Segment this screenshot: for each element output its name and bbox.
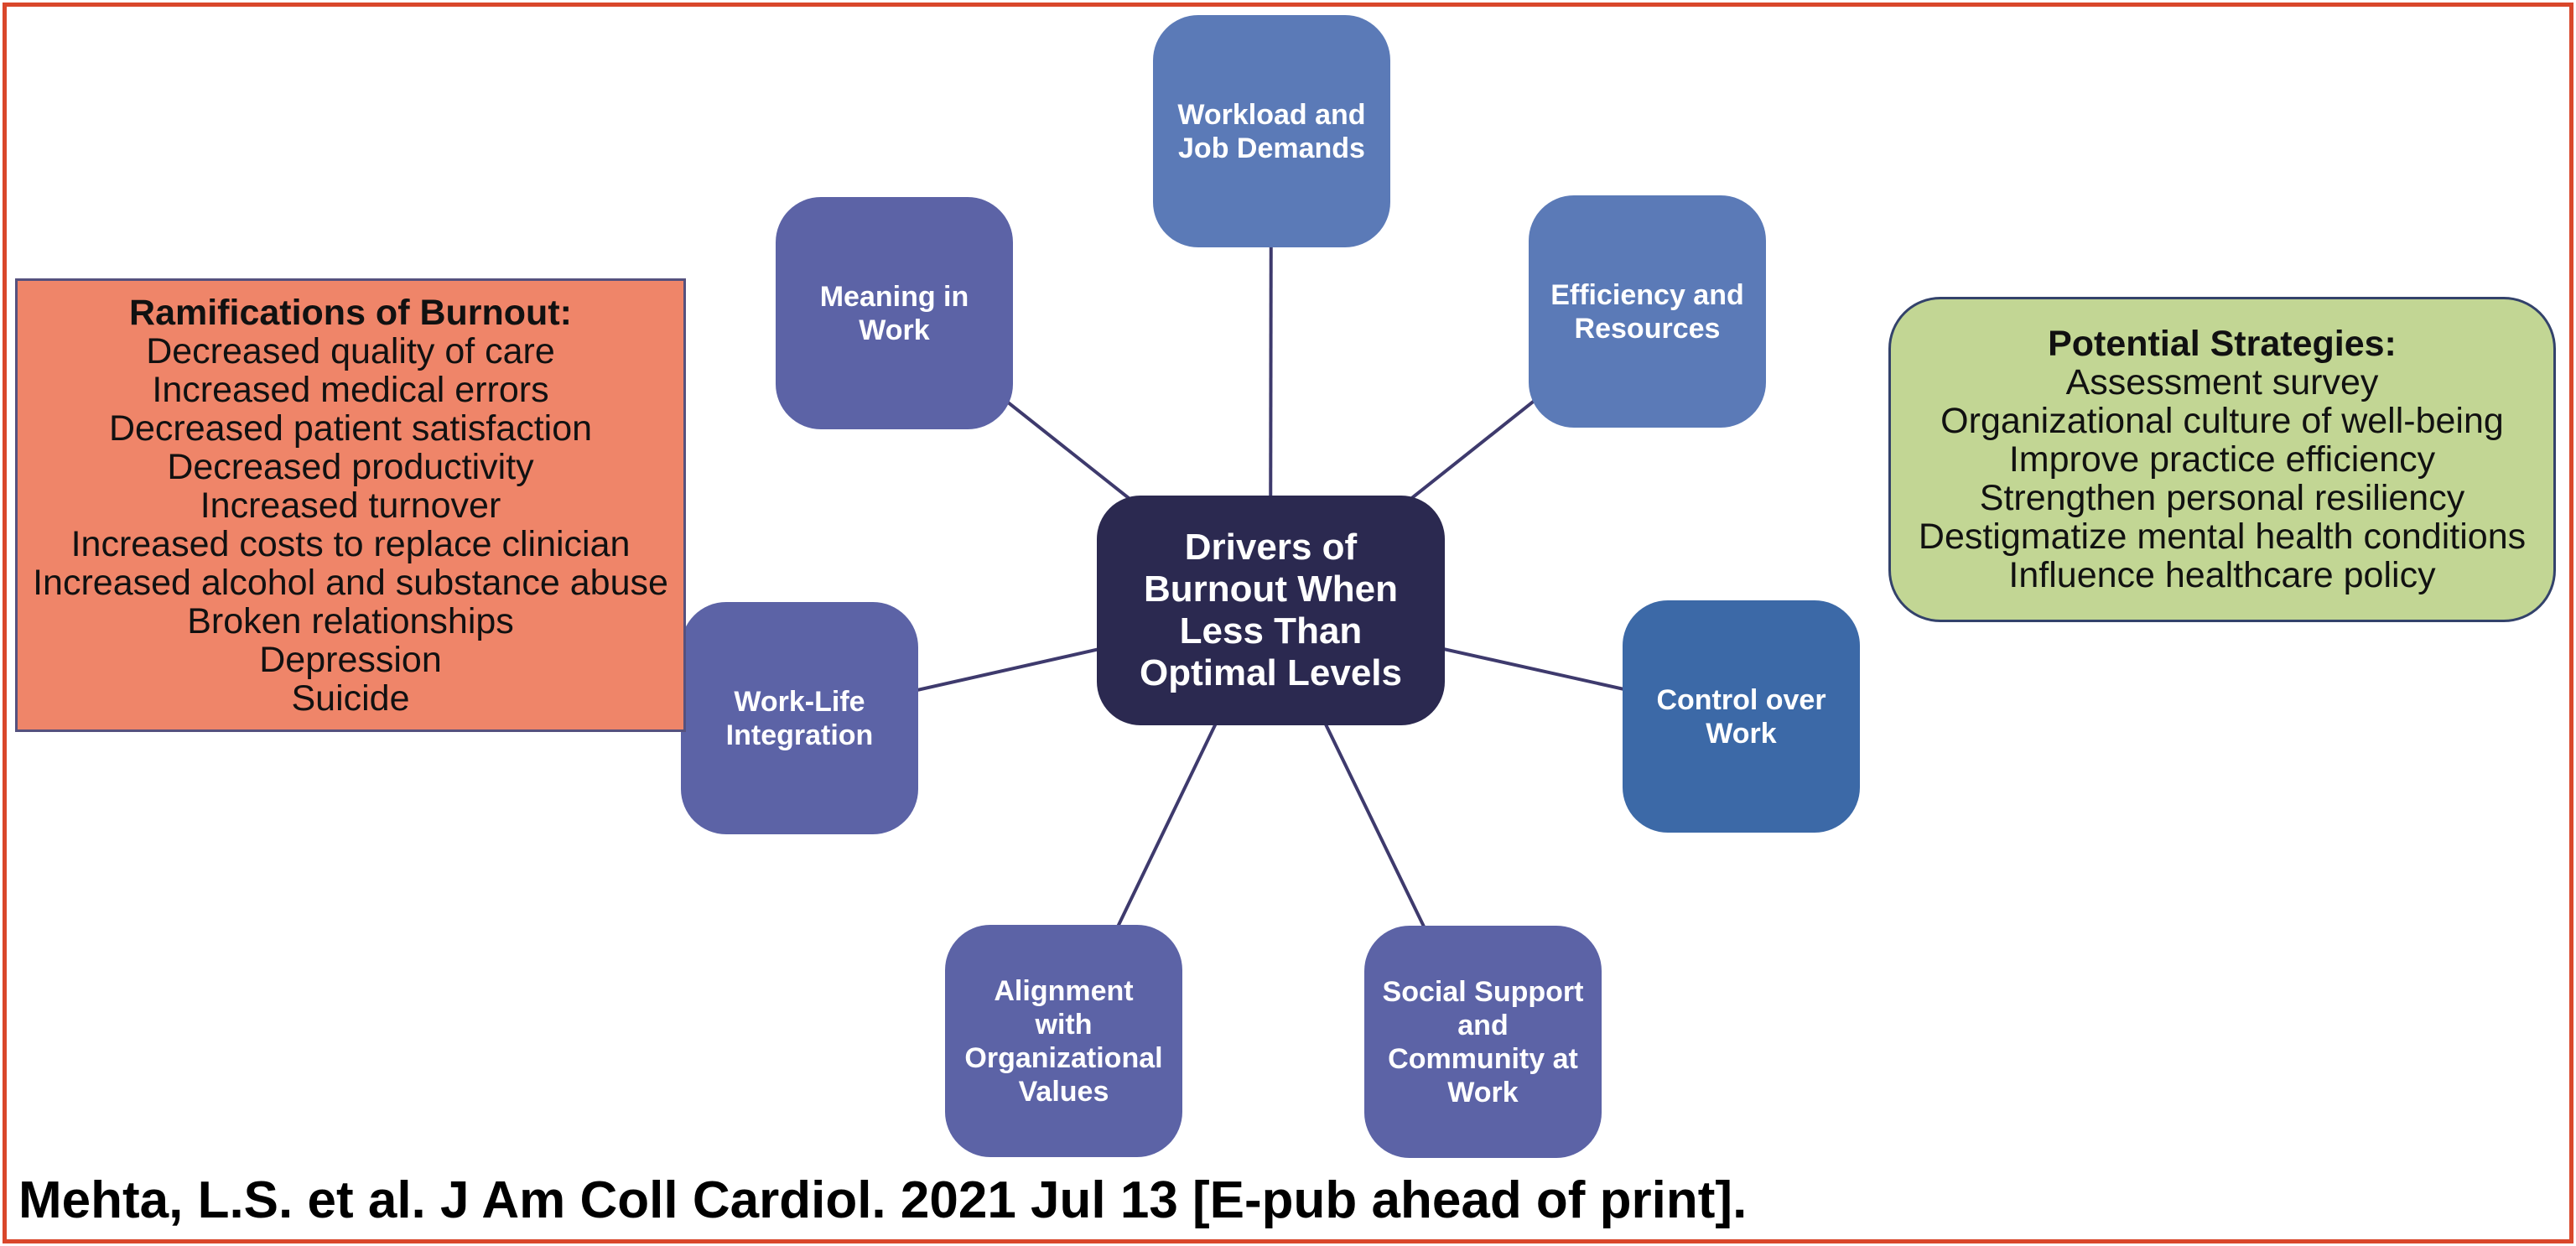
citation-text: Mehta, L.S. et al. J Am Coll Cardiol. 20… xyxy=(18,1171,1748,1229)
ramifications-title: Ramifications of Burnout: xyxy=(129,292,572,333)
node-control-over-work: Control over Work xyxy=(1623,600,1860,833)
ramifications-item: Increased costs to replace clinician xyxy=(70,523,631,564)
ramifications-item: Increased medical errors xyxy=(152,369,549,410)
ramifications-item: Decreased patient satisfaction xyxy=(108,408,593,449)
strategies-box: Potential Strategies: Assessment survey … xyxy=(1888,297,2556,622)
node-efficiency-and-resources: Efficiency and Resources xyxy=(1529,195,1766,428)
node-workload-and-job-demands: Workload and Job Demands xyxy=(1153,15,1390,247)
strategies-item: Destigmatize mental health conditions xyxy=(1918,517,2527,557)
ramifications-box: Ramifications of Burnout: Decreased qual… xyxy=(15,278,686,732)
ramifications-item: Decreased productivity xyxy=(167,446,534,487)
strategies-item: Improve practice efficiency xyxy=(2008,439,2436,480)
ramifications-item: Increased alcohol and substance abuse xyxy=(33,562,668,603)
strategies-item: Strengthen personal resiliency xyxy=(1979,478,2465,518)
strategies-item: Influence healthcare policy xyxy=(2008,555,2436,595)
ramifications-item: Broken relationships xyxy=(187,600,514,641)
strategies-item: Organizational culture of well-being xyxy=(1940,401,2504,441)
node-work-life-integration: Work-Life Integration xyxy=(681,602,918,834)
ramifications-item: Depression xyxy=(259,639,442,680)
strategies-title: Potential Strategies: xyxy=(2048,324,2397,364)
center-node-drivers-of-burnout: Drivers of Burnout When Less Than Optima… xyxy=(1097,496,1445,725)
ramifications-item: Increased turnover xyxy=(200,485,501,526)
node-alignment-with-org-values: Alignment with Organizational Values xyxy=(945,925,1182,1157)
ramifications-item: Suicide xyxy=(291,678,410,719)
strategies-item: Assessment survey xyxy=(2065,362,2379,402)
node-meaning-in-work: Meaning in Work xyxy=(776,197,1013,429)
node-social-support-community: Social Support and Community at Work xyxy=(1364,926,1602,1158)
ramifications-item: Decreased quality of care xyxy=(146,330,555,371)
